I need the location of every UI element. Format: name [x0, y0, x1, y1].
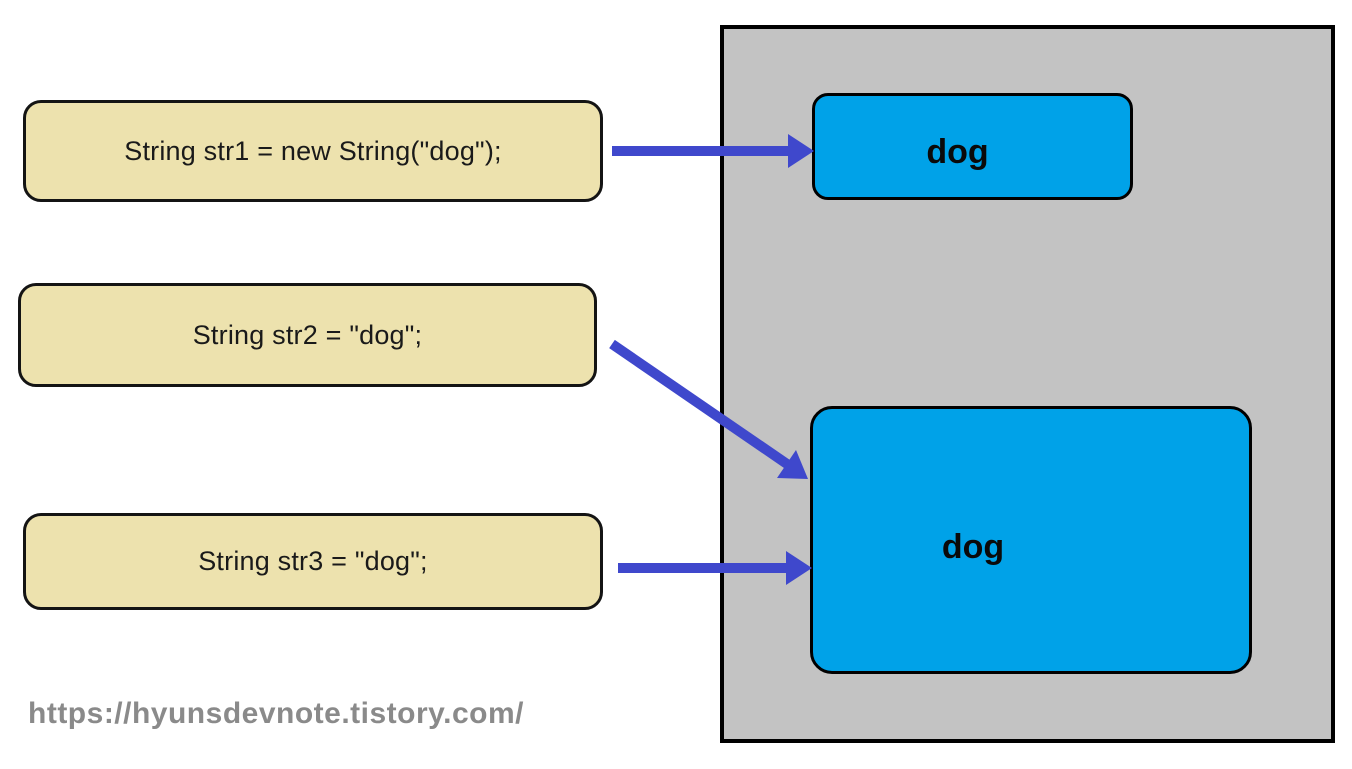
footer-url: https://hyunsdevnote.tistory.com/	[28, 697, 524, 730]
string-object-label: dog	[941, 527, 1005, 566]
code-box-str1: String str1 = new String("dog");	[23, 100, 603, 202]
string-object-pooled-dog: dog	[810, 406, 1252, 674]
code-box-str3: String str3 = "dog";	[23, 513, 603, 610]
code-text-str1: String str1 = new String("dog");	[124, 135, 502, 166]
code-box-str2: String str2 = "dog";	[18, 283, 597, 387]
string-object-new-dog: dog	[812, 93, 1133, 200]
string-object-label: dog	[926, 133, 989, 171]
code-text-str2: String str2 = "dog";	[192, 319, 423, 350]
code-text-str3: String str3 = "dog";	[198, 546, 428, 576]
